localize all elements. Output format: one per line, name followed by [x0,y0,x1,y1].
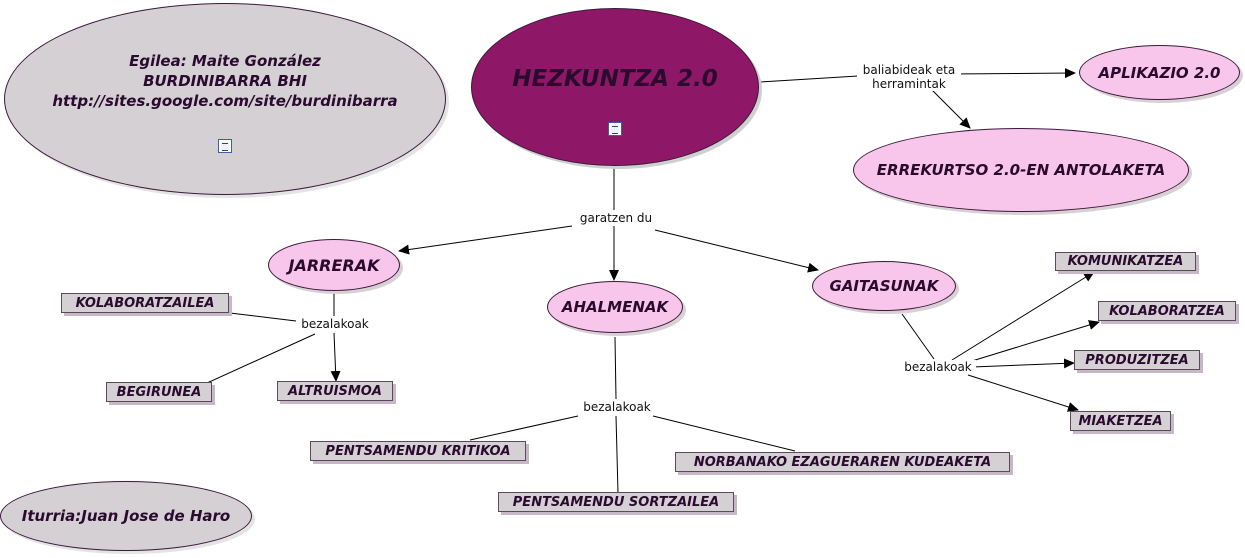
concept-gaitasunak-label: GAITASUNAK [829,277,939,295]
author-url: http://sites.google.com/site/burdinibarr… [52,92,398,110]
document-icon[interactable] [218,139,232,153]
concept-begirunea-label: BEGIRUNEA [116,384,202,400]
concept-ahalmenak-label: AHALMENAK [561,298,669,316]
arrow-to-komunikatzea [951,271,1095,361]
author-name: Egilea: Maite González [129,52,321,70]
arrow-to-kolaboratzea [971,320,1100,362]
concept-gaitasunak[interactable]: GAITASUNAK [812,261,956,311]
concept-ahalmenak[interactable]: AHALMENAK [547,281,683,333]
concept-kolaboratzea[interactable]: KOLABORATZEA [1098,301,1236,321]
link-to-begirunea [206,333,316,384]
concept-komunikatzea-label: KOMUNIKATZEA [1067,254,1184,269]
concept-produzitzea[interactable]: PRODUZITZEA [1074,350,1200,370]
concept-norbanako-label: NORBANAKO EZAGUERAREN KUDEAKETA [693,454,992,470]
link-to-sortzailea [615,415,619,494]
concept-pentsamendu-sortzailea-label: PENTSAMENDU SORTZAILEA [512,494,720,510]
concept-produzitzea-label: PRODUZITZEA [1085,352,1189,368]
concept-begirunea[interactable]: BEGIRUNEA [106,382,212,402]
concept-errekurtso-label: ERREKURTSO 2.0-EN ANTOLAKETA [876,161,1166,179]
arrow-to-jarrerak [398,225,573,255]
concept-miaketzea[interactable]: MIAKETZEA [1070,411,1171,431]
author-school: BURDINIBARRA BHI [143,72,307,90]
arrow-to-gaitasunak [654,229,819,273]
concept-errekurtso[interactable]: ERREKURTSO 2.0-EN ANTOLAKETA [853,128,1189,212]
concept-miaketzea-label: MIAKETZEA [1078,413,1163,429]
concept-altruismoa[interactable]: ALTRUISMOA [277,381,393,401]
concept-hezkuntza-label: HEZKUNTZA 2.0 [512,66,718,92]
link-phrase-bezalakoak-ahalmenak: bezalakoak [579,400,655,414]
concept-altruismoa-label: ALTRUISMOA [288,383,382,399]
concept-hezkuntza[interactable]: HEZKUNTZA 2.0 [471,8,759,166]
link-phrase-baliabideak: baliabideak eta herramintak [857,63,961,91]
arrow-to-altruismoa [330,332,341,382]
concept-kolaboratzailea-label: KOLABORATZAILEA [75,295,215,311]
concept-aplikazio[interactable]: APLIKAZIO 2.0 [1079,45,1240,100]
link-main-baliabideak [759,75,859,83]
source-info-node: Iturria:Juan Jose de Haro [0,481,252,551]
author-info-node: Egilea: Maite González BURDINIBARRA BHI … [4,3,446,195]
concept-kolaboratzea-label: KOLABORATZEA [1109,303,1225,319]
concept-komunikatzea[interactable]: KOMUNIKATZEA [1055,252,1196,271]
link-phrase-bezalakoak-jarrerak: bezalakoak [297,317,373,331]
link-to-kritikoa [469,415,579,441]
concept-jarrerak[interactable]: JARRERAK [268,239,400,291]
arrow-to-produzitzea [971,358,1075,369]
link-phrase-bezalakoak-gaitasunak: bezalakoak [900,360,976,374]
concept-pentsamendu-kritikoa[interactable]: PENTSAMENDU KRITIKOA [310,441,526,461]
concept-aplikazio-label: APLIKAZIO 2.0 [1098,63,1221,82]
arrow-to-aplikazio [949,68,1076,79]
link-ahalmenak-bezalakoak [614,336,617,400]
concept-norbanako[interactable]: NORBANAKO EZAGUERAREN KUDEAKETA [675,452,1010,472]
concept-kolaboratzailea[interactable]: KOLABORATZAILEA [61,293,229,313]
source-label: Iturria:Juan Jose de Haro [21,507,231,525]
arrow-to-errekurtso [931,89,971,129]
document-icon[interactable] [608,122,622,136]
link-phrase-garatzen: garatzen du [574,211,658,225]
concept-jarrerak-label: JARRERAK [288,255,380,275]
concept-pentsamendu-sortzailea[interactable]: PENTSAMENDU SORTZAILEA [498,492,734,512]
arrow-to-miaketzea [967,374,1079,412]
link-to-norbanako [652,415,796,452]
link-to-kolaboratzailea [229,312,297,322]
link-gaitasunak-bezalakoak [901,313,935,360]
concept-pentsamendu-kritikoa-label: PENTSAMENDU KRITIKOA [325,443,511,459]
